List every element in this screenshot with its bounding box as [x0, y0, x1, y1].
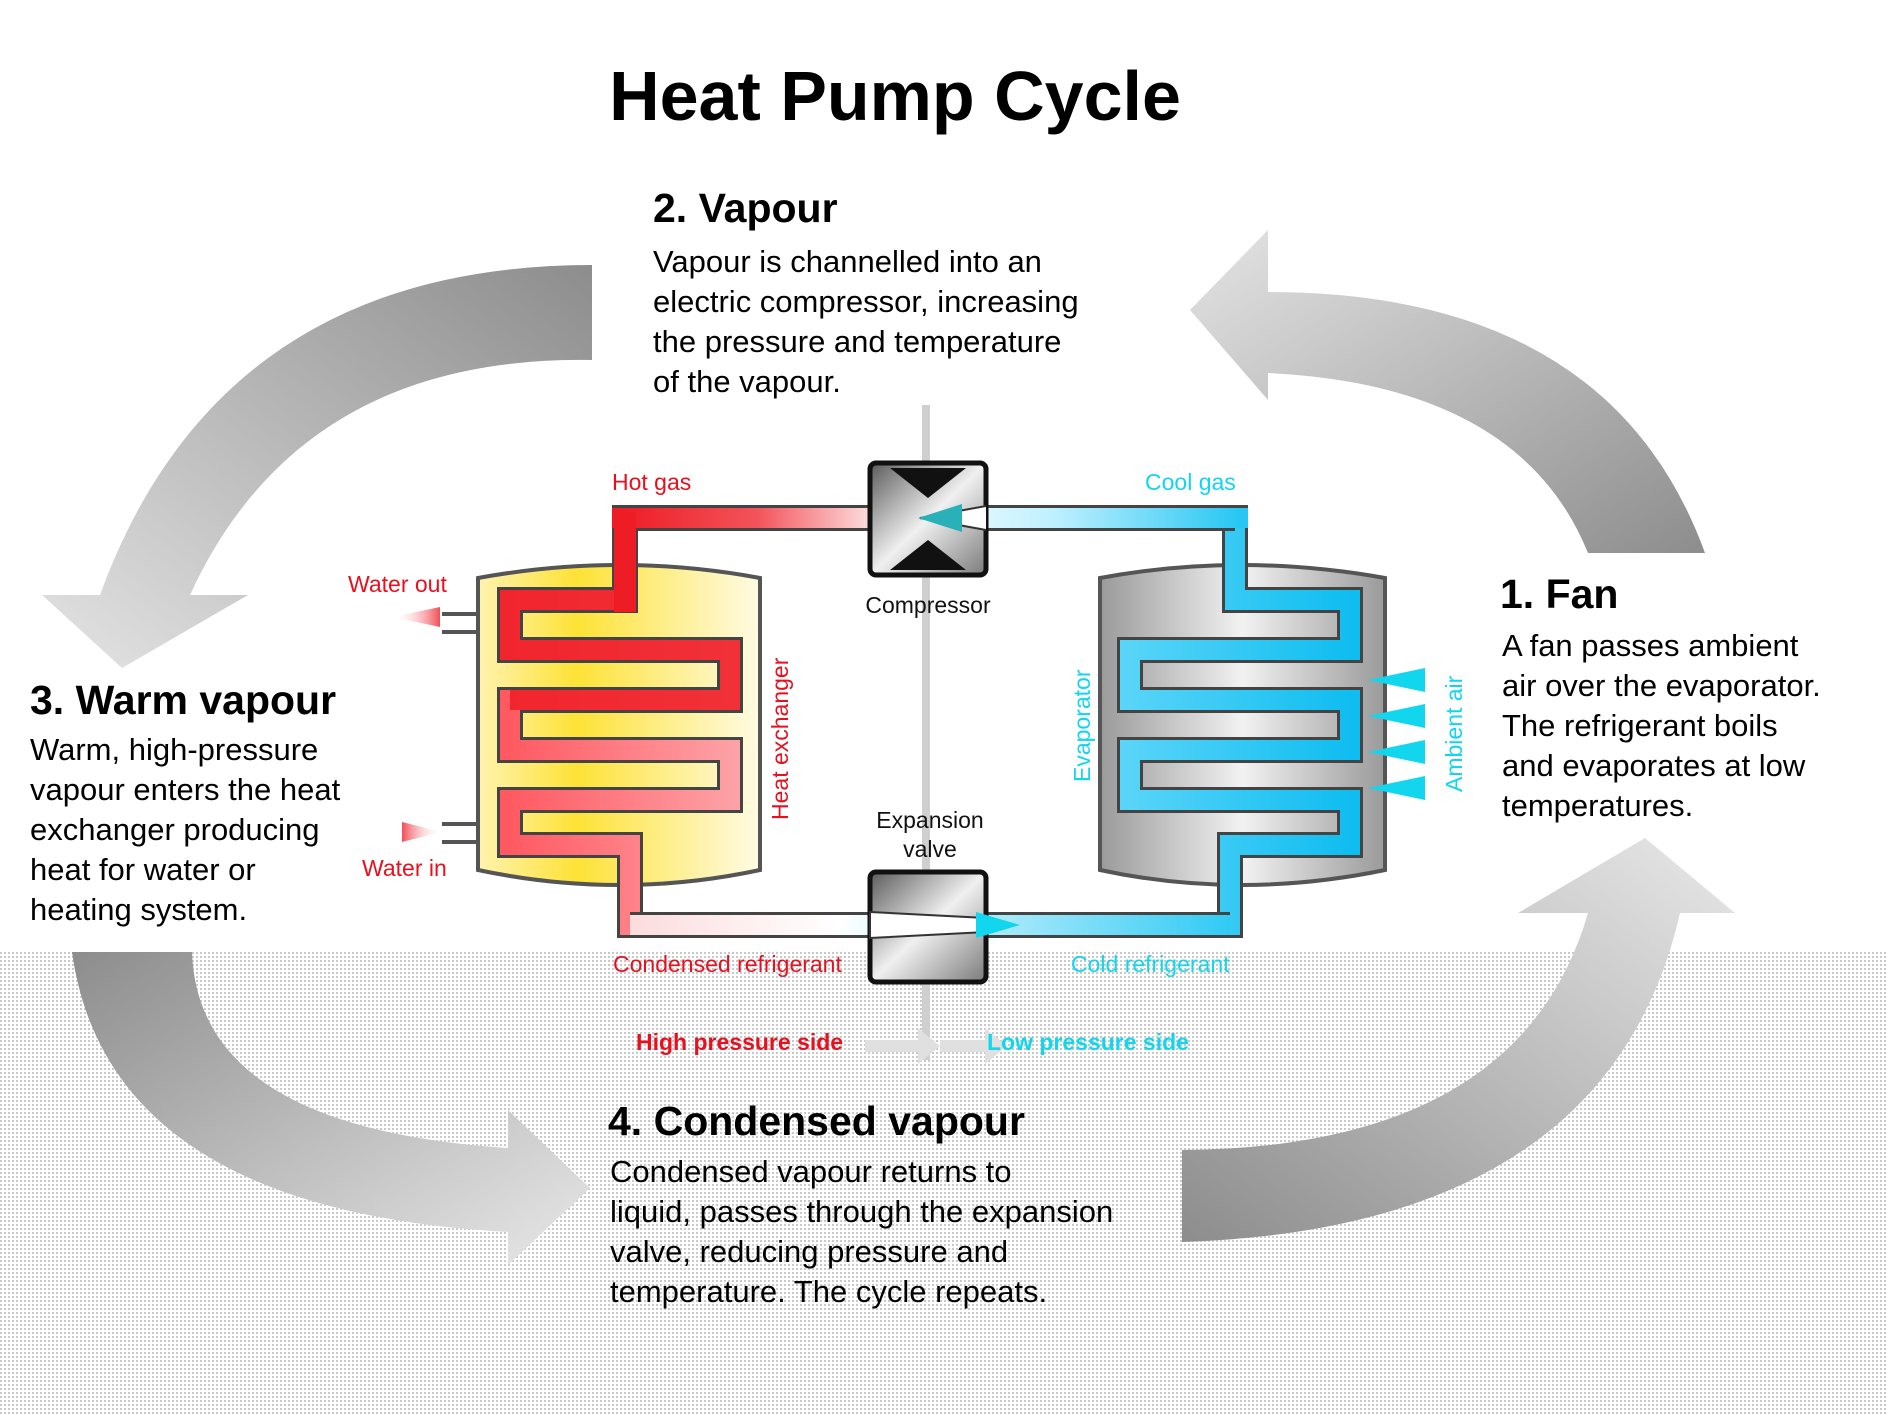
- section-text-line: temperatures.: [1502, 788, 1693, 823]
- section-text-line: the pressure and temperature: [653, 324, 1061, 359]
- water-in-label: Water in: [362, 855, 447, 881]
- heat-exchanger-unit: [392, 515, 890, 938]
- water-in-pipe: [442, 822, 478, 826]
- hot-gas-label: Hot gas: [612, 469, 691, 495]
- water-in-arrow-icon: [402, 822, 442, 842]
- section-vapour: 2. Vapour Vapour is channelled into an e…: [653, 185, 1079, 399]
- low-pressure-side-label: Low pressure side: [987, 1029, 1189, 1055]
- ambient-air-arrow-icon: [1368, 740, 1425, 764]
- heat-exchanger-label: Heat exchanger: [767, 657, 793, 820]
- cycle-arrow-top-left-icon: [42, 265, 592, 668]
- evaporator-label: Evaporator: [1069, 669, 1095, 782]
- expansion-valve: [867, 869, 1020, 985]
- cold-refrigerant-label: Cold refrigerant: [1071, 951, 1230, 977]
- compressor-flow-arrow-icon: [918, 504, 962, 532]
- section-text-line: heating system.: [30, 892, 247, 927]
- section-text-line: temperature. The cycle repeats.: [610, 1274, 1047, 1309]
- section-condensed-vapour: 4. Condensed vapour Condensed vapour ret…: [608, 1098, 1113, 1309]
- cool-gas-label: Cool gas: [1145, 469, 1236, 495]
- section-text-line: air over the evaporator.: [1502, 668, 1821, 703]
- section-text-line: A fan passes ambient: [1502, 628, 1799, 663]
- page-title: Heat Pump Cycle: [609, 57, 1181, 135]
- low-pressure-arrow-icon: [940, 1028, 1007, 1064]
- ambient-air-label: Ambient air: [1441, 675, 1467, 792]
- condensed-refrigerant-label: Condensed refrigerant: [613, 951, 842, 977]
- expansion-valve-label: valve: [903, 836, 957, 862]
- expansion-valve-label: Expansion: [876, 807, 983, 833]
- section-text-line: valve, reducing pressure and: [610, 1234, 1008, 1269]
- cycle-arrow-top-right-icon: [1190, 230, 1705, 553]
- high-pressure-side-label: High pressure side: [636, 1029, 843, 1055]
- expansion-flow-arrow-icon: [976, 912, 1020, 938]
- ambient-air-arrow-icon: [1368, 704, 1425, 728]
- compressor: [867, 460, 989, 578]
- section-text-line: Vapour is channelled into an: [653, 244, 1042, 279]
- section-heading: 1. Fan: [1500, 571, 1618, 617]
- water-out-label: Water out: [348, 571, 447, 597]
- water-out-arrow-icon: [392, 607, 440, 627]
- section-text-line: vapour enters the heat: [30, 772, 341, 807]
- compressor-label: Compressor: [865, 592, 991, 618]
- section-text-line: heat for water or: [30, 852, 256, 887]
- section-fan: 1. Fan A fan passes ambient air over the…: [1500, 571, 1821, 823]
- ambient-air-arrow-icon: [1368, 668, 1425, 692]
- pressure-divider-line: [922, 405, 930, 1060]
- ambient-air-arrow-icon: [1368, 776, 1425, 800]
- section-warm-vapour: 3. Warm vapour Warm, high-pressure vapou…: [30, 677, 341, 927]
- water-out-pipe: [442, 612, 478, 616]
- cycle-arrows: [42, 230, 1735, 1265]
- section-text-line: liquid, passes through the expansion: [610, 1194, 1113, 1229]
- section-text-line: of the vapour.: [653, 364, 841, 399]
- section-text-line: The refrigerant boils: [1502, 708, 1778, 743]
- cycle-arrow-bottom-left-icon: [72, 952, 590, 1265]
- section-heading: 3. Warm vapour: [30, 677, 336, 723]
- high-pressure-arrow-icon: [865, 1028, 940, 1064]
- section-text-line: electric compressor, increasing: [653, 284, 1079, 319]
- section-text-line: and evaporates at low: [1502, 748, 1806, 783]
- section-heading: 4. Condensed vapour: [608, 1098, 1025, 1144]
- section-heading: 2. Vapour: [653, 185, 838, 231]
- section-text-line: Warm, high-pressure: [30, 732, 318, 767]
- section-text-line: Condensed vapour returns to: [610, 1154, 1012, 1189]
- section-text-line: exchanger producing: [30, 812, 320, 847]
- cycle-arrow-bottom-right-icon: [1182, 838, 1735, 1242]
- evaporator-unit: [960, 515, 1425, 938]
